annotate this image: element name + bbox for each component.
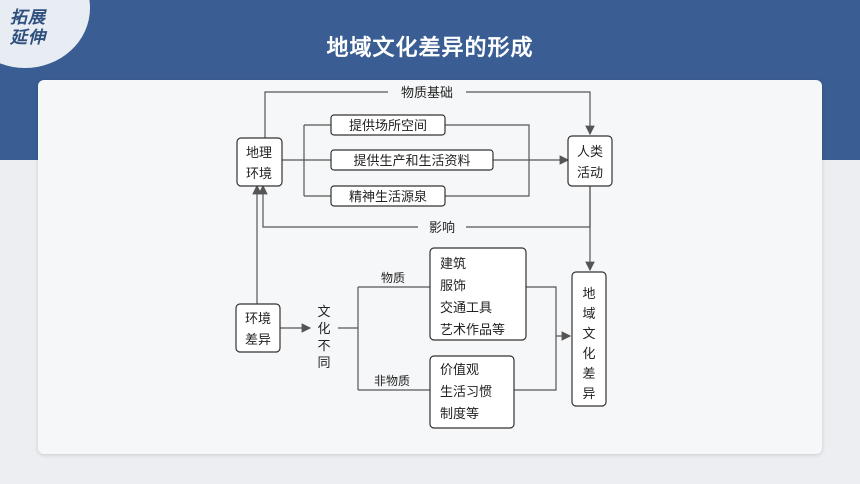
culture-char-3: 不 (317, 339, 330, 354)
regional-char-6: 异 (582, 387, 595, 402)
regional-char-4: 化 (582, 347, 595, 362)
env-diff-line-1: 环境 (245, 312, 271, 327)
geo-env-line-1: 地理 (246, 146, 272, 161)
nonmaterial-item-3: 制度等 (440, 406, 479, 422)
corner-badge-line-1: 拓展 (10, 8, 46, 28)
influence-arrow (258, 184, 418, 228)
regional-char-5: 差 (582, 367, 595, 382)
culture-char-4: 同 (317, 356, 330, 371)
connectors (252, 91, 595, 391)
basis-line-left (264, 91, 388, 138)
human-line-1: 人类 (577, 145, 603, 160)
culture-diff-text: 文 化 不 同 (317, 305, 330, 371)
regional-char-3: 文 (582, 327, 595, 342)
corner-badge-line-2: 延伸 (10, 28, 46, 48)
material-item-2: 服饰 (440, 279, 466, 294)
merge-bracket (514, 286, 557, 391)
corner-badge-text: 拓展 延伸 (10, 8, 46, 48)
regional-char-1: 地 (582, 287, 595, 302)
material-item-3: 交通工具 (440, 300, 492, 316)
influence-label: 影响 (429, 220, 455, 236)
material-item-1: 建筑 (440, 256, 466, 272)
space-label: 提供场所空间 (349, 118, 427, 134)
regional-char-2: 域 (582, 307, 595, 322)
material-node: 提供生产和生活资料 (330, 149, 494, 171)
material-item-4: 艺术作品等 (440, 322, 505, 338)
regional-diff-node: 地 域 文 化 差 异 (571, 271, 607, 407)
human-line-2: 活动 (577, 166, 603, 181)
env-diff-node: 环境 差异 (235, 303, 281, 353)
space-node: 提供场所空间 (330, 114, 446, 136)
page-title: 地域文化差异的形成 (326, 36, 534, 61)
culture-char-2: 化 (317, 322, 330, 337)
influence-line-right (466, 186, 591, 228)
env-diff-line-2: 差异 (245, 333, 271, 348)
nonmaterial-items-node: 价值观 生活习惯 制度等 (429, 355, 515, 429)
geo-env-line-2: 环境 (246, 167, 272, 182)
human-activity-node: 人类 活动 (567, 135, 613, 187)
nonmaterial-item-2: 生活习惯 (440, 384, 492, 400)
geo-env-node: 地理 环境 (236, 137, 283, 187)
spirit-node: 精神生活源泉 (330, 185, 446, 207)
basis-arrow (466, 91, 595, 136)
material-label: 提供生产和生活资料 (353, 153, 470, 169)
material-branch-label: 物质 (381, 271, 405, 285)
material-items-node: 建筑 服饰 交通工具 艺术作品等 (429, 247, 527, 341)
spirit-label: 精神生活源泉 (349, 189, 427, 205)
nonmaterial-branch-label: 非物质 (374, 374, 410, 388)
nonmaterial-item-1: 价值观 (440, 362, 479, 378)
basis-label: 物质基础 (401, 86, 453, 101)
culture-char-1: 文 (317, 305, 330, 320)
